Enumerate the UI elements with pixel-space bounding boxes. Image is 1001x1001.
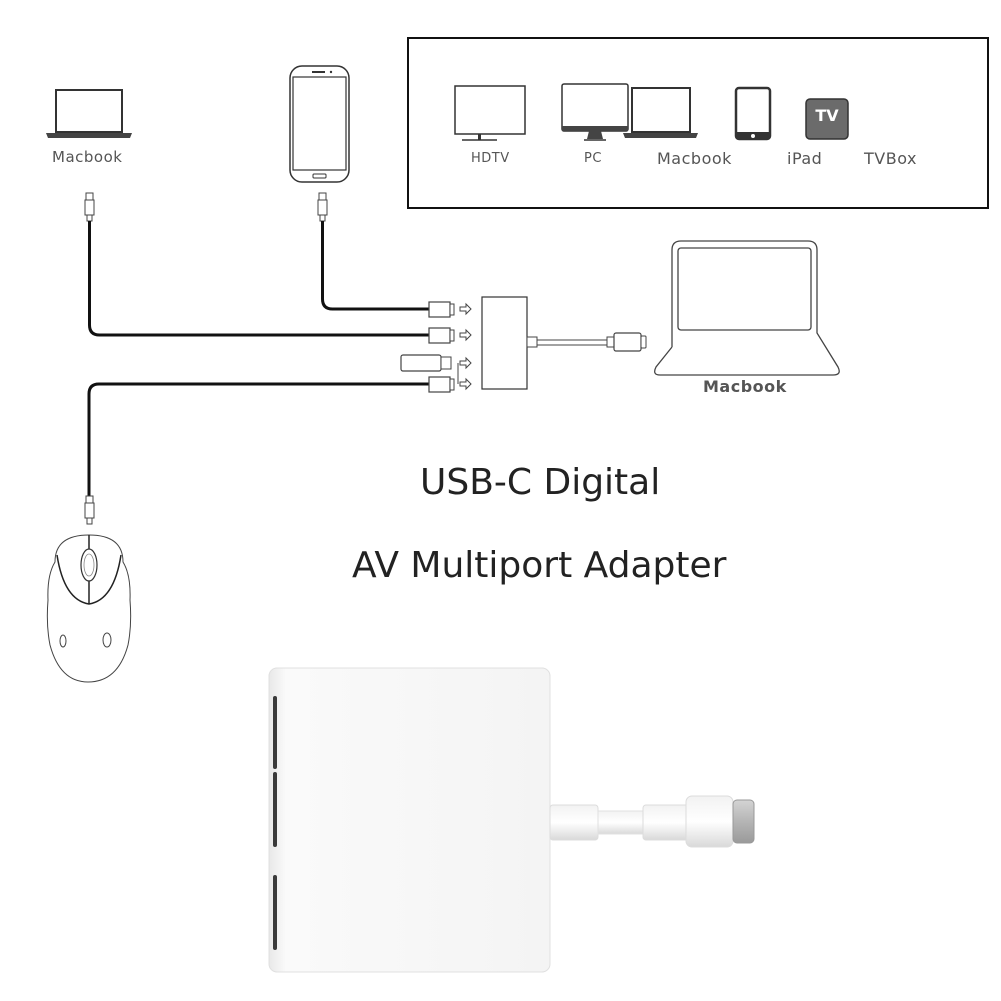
target-laptop-icon [654,240,840,376]
product-title-line1: USB-C Digital [420,462,661,503]
plug-connectors [400,301,455,393]
target-macbook-label: Macbook [703,377,787,396]
port-slot-3 [273,875,277,950]
laptop-icon [623,87,698,138]
cable-macbook-to-adapter [84,192,430,337]
cable-mouse-to-adapter [84,382,430,525]
source-macbook-label: Macbook [52,148,123,166]
output-devices-panel [407,37,989,209]
cable-phone-to-adapter [317,192,430,311]
desktop-monitor-icon [561,83,629,141]
source-laptop-icon [46,89,132,138]
device-label-pc: PC [584,151,602,166]
tvbox-icon [805,98,849,140]
arrow-icons [457,302,472,391]
tablet-icon [734,86,772,141]
smartphone-icon [289,65,350,183]
mouse-icon [46,534,132,683]
port-slot-2 [273,772,277,847]
device-label-macbook: Macbook [657,149,732,168]
tvbox-badge: TV [815,106,839,125]
port-slot-1 [273,696,277,769]
adapter-photo [268,667,755,973]
device-label-tvbox: TVBox [864,149,917,168]
adapter-schematic [481,296,647,390]
product-title-line2: AV Multiport Adapter [352,545,727,586]
tv-icon [454,85,526,141]
device-label-hdtv: HDTV [471,151,510,166]
device-label-ipad: iPad [787,149,823,168]
